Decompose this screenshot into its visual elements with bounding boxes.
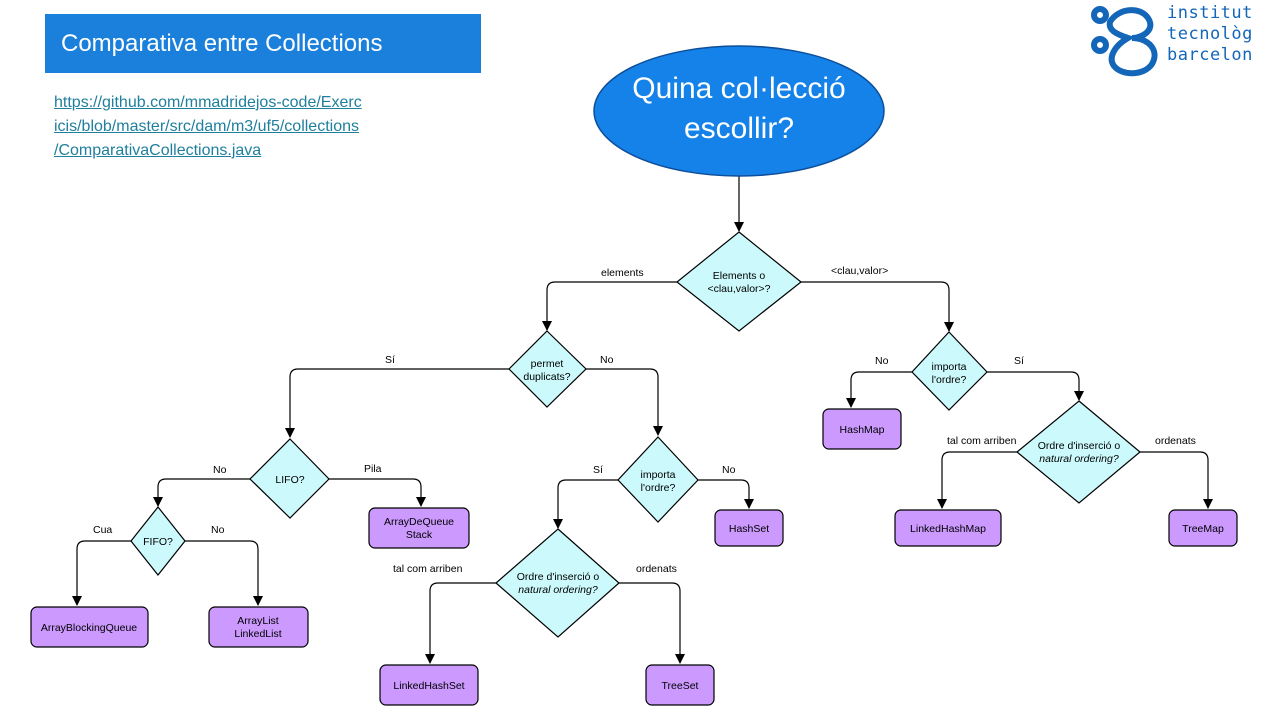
decision-insert-map: Ordre d'inserció o natural ordering? — [1016, 400, 1141, 504]
decision-lifo: LIFO? — [249, 438, 330, 519]
result-ad-line-1: ArrayDeQueue — [384, 516, 454, 528]
decision-insert-map-line-1: Ordre d'inserció o — [1038, 440, 1121, 452]
edge-dup-no — [586, 368, 663, 436]
edge-lifo-pila — [329, 478, 426, 507]
decision-kv-line-2: <clau,valor>? — [707, 283, 770, 295]
result-lhm-line-1: LinkedHashMap — [910, 523, 986, 535]
result-ts-line-1: TreeSet — [662, 680, 699, 692]
edge-fifo-cua — [72, 540, 131, 606]
decision-insert-map-line-2: natural ordering? — [1039, 453, 1119, 465]
edge-insert-set-tal — [425, 582, 496, 664]
edge-clau-valor — [801, 281, 954, 332]
logo-mark-icon — [1091, 6, 1158, 77]
result-linked-hash-set: LinkedHashSet — [379, 664, 479, 706]
edge-lifo-no — [153, 478, 250, 507]
label-insert-set-tal: tal com arriben — [393, 563, 463, 575]
label-insert-map-tal: tal com arriben — [947, 435, 1017, 447]
result-al-line-1: ArrayList — [237, 615, 279, 627]
result-tm-line-1: TreeMap — [1182, 523, 1224, 535]
start-text-line-1: Quina col·lecció — [632, 72, 845, 105]
decision-dup-line-2: duplicats? — [523, 371, 570, 383]
edge-dup-si — [285, 368, 509, 438]
label-elements: elements — [601, 267, 644, 279]
decision-order-set: importa l'ordre? — [617, 436, 699, 523]
label-lifo-pila: Pila — [364, 463, 382, 475]
decision-order-map-line-1: importa — [931, 361, 966, 373]
logo-text-line-3: barcelon — [1167, 45, 1253, 65]
label-order-set-si: Sí — [593, 464, 603, 476]
result-array-list: ArrayList LinkedList — [208, 606, 309, 648]
decision-dup-line-1: permet — [531, 358, 564, 370]
decision-order-map-line-2: l'ordre? — [932, 374, 967, 386]
decision-lifo-line-1: LIFO? — [275, 474, 304, 486]
decision-order-set-line-1: importa — [640, 469, 675, 481]
decision-order-set-line-2: l'ordre? — [641, 482, 676, 494]
decision-duplicates: permet duplicats? — [508, 330, 587, 408]
result-tree-map: TreeMap — [1168, 509, 1238, 547]
label-dup-no: No — [600, 354, 614, 366]
edge-insert-map-tal — [937, 451, 1017, 509]
result-hm-line-1: HashMap — [840, 424, 885, 436]
result-hash-set: HashSet — [714, 509, 784, 547]
start-node: Quina col·lecció escollir? — [593, 45, 885, 177]
decision-elements-or-kv: Elements o <clau,valor>? — [676, 231, 802, 332]
label-dup-si: Sí — [385, 354, 395, 366]
decision-kv-line-1: Elements o — [713, 270, 766, 282]
edge-order-set-si — [553, 479, 618, 529]
edge-labels: elements <clau,valor> Sí No No Pila Cua … — [93, 265, 1196, 575]
decision-insert-set-line-2: natural ordering? — [518, 584, 598, 596]
result-al-line-2: LinkedList — [234, 628, 281, 640]
label-insert-set-ord: ordenats — [636, 563, 677, 575]
result-tree-set: TreeSet — [645, 664, 715, 706]
label-fifo-no: No — [211, 524, 225, 536]
result-hs-line-1: HashSet — [729, 523, 769, 535]
decision-insert-set-line-1: Ordre d'inserció o — [517, 571, 600, 583]
decision-fifo-line-1: FIFO? — [143, 536, 173, 548]
result-abq-line-1: ArrayBlockingQueue — [41, 622, 137, 634]
label-order-map-si: Sí — [1014, 355, 1024, 367]
edge-insert-map-ord — [1140, 451, 1213, 509]
result-linked-hash-map: LinkedHashMap — [894, 509, 1002, 547]
source-link[interactable]: https://github.com/mmadridejos-code/Exer… — [54, 91, 464, 163]
label-lifo-no: No — [213, 464, 227, 476]
result-hash-map: HashMap — [822, 408, 902, 450]
connectors — [72, 176, 1213, 664]
result-array-blocking-queue: ArrayBlockingQueue — [30, 606, 149, 648]
logo-text-line-1: institut — [1167, 3, 1253, 23]
edge-elements — [542, 281, 677, 331]
result-lhs-line-1: LinkedHashSet — [393, 680, 464, 692]
source-link-line-1[interactable]: https://github.com/mmadridejos-code/Exer… — [54, 94, 362, 111]
edge-order-set-no — [698, 479, 754, 509]
label-insert-map-ord: ordenats — [1155, 435, 1196, 447]
edge-order-map-si — [987, 371, 1084, 401]
edge-fifo-no — [185, 540, 263, 606]
decision-fifo: FIFO? — [130, 506, 186, 576]
start-text-line-2: escollir? — [684, 112, 794, 145]
label-order-map-no: No — [875, 355, 889, 367]
edge-insert-set-ord — [619, 582, 685, 664]
result-array-deque: ArrayDeQueue Stack — [368, 507, 470, 549]
label-clau-valor: <clau,valor> — [831, 265, 888, 277]
decision-order-map: importa l'ordre? — [911, 331, 988, 411]
slide-title: Comparativa entre Collections — [45, 14, 481, 73]
label-fifo-cua: Cua — [93, 524, 112, 536]
source-link-line-2[interactable]: icis/blob/master/src/dam/m3/uf5/collecti… — [54, 118, 359, 135]
logo-text-line-2: tecnològ — [1167, 24, 1253, 44]
result-ad-line-2: Stack — [406, 529, 433, 541]
decision-insert-set: Ordre d'inserció o natural ordering? — [495, 528, 620, 638]
source-link-line-3[interactable]: /ComparativaCollections.java — [54, 142, 262, 159]
edge-order-map-no — [846, 371, 912, 408]
label-order-set-no: No — [722, 464, 736, 476]
